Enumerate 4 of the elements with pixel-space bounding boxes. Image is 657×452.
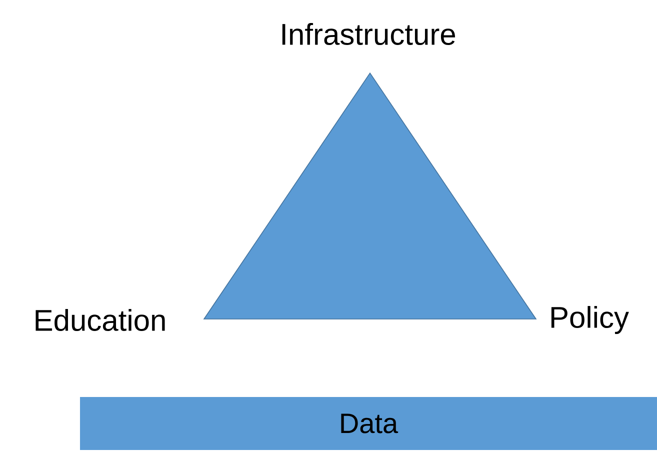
corner-label: Policy [551, 306, 629, 334]
data-bar: Data [80, 397, 657, 450]
corner-label: Infrastructure [282, 23, 456, 45]
corner-label: Education [36, 308, 165, 332]
